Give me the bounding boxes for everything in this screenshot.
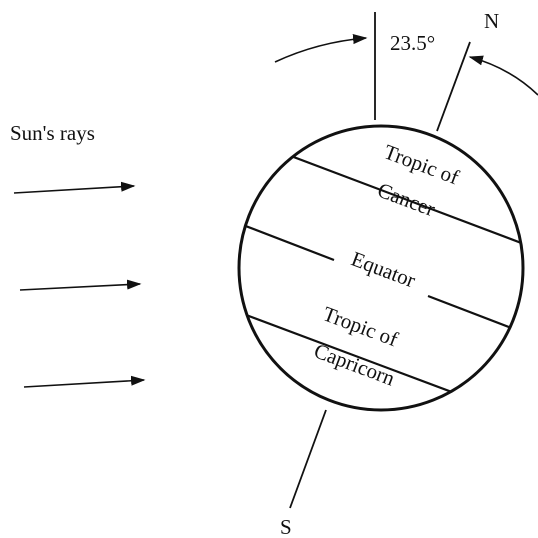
- equator-text: Equator: [348, 247, 419, 293]
- north-label: N: [484, 9, 499, 33]
- earth-axis-north: [437, 42, 470, 131]
- south-label: S: [280, 515, 292, 538]
- angle-arc-left: [275, 38, 366, 62]
- sun-rays-label: Sun's rays: [10, 121, 95, 145]
- sun-ray-arrow-middle: [20, 284, 140, 290]
- sun-ray-arrow-bottom: [24, 380, 144, 387]
- equator-line-right: [428, 296, 538, 339]
- earth-axis-south: [290, 410, 326, 508]
- sun-ray-arrow-top: [14, 186, 134, 193]
- earth-globe: Tropic of Cancer Equator Tropic of Capri…: [230, 126, 538, 425]
- tropic-cancer-text-line2: Cancer: [374, 178, 438, 221]
- angle-arc-right: [470, 57, 538, 95]
- tilt-angle-label: 23.5°: [390, 31, 435, 55]
